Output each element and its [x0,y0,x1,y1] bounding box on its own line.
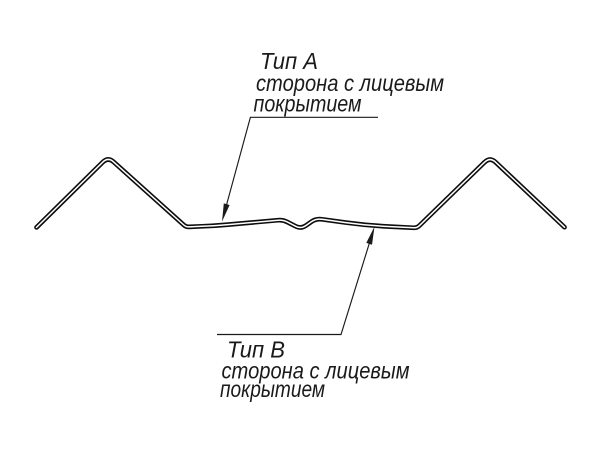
svg-text:сторона с лицевым: сторона с лицевым [256,70,444,96]
svg-text:Тип А: Тип А [260,48,318,74]
svg-text:сторона с лицевым: сторона с лицевым [222,358,410,384]
svg-text:Тип В: Тип В [227,337,285,363]
svg-text:покрытием: покрытием [254,90,362,116]
svg-text:покрытием: покрытием [220,376,325,402]
